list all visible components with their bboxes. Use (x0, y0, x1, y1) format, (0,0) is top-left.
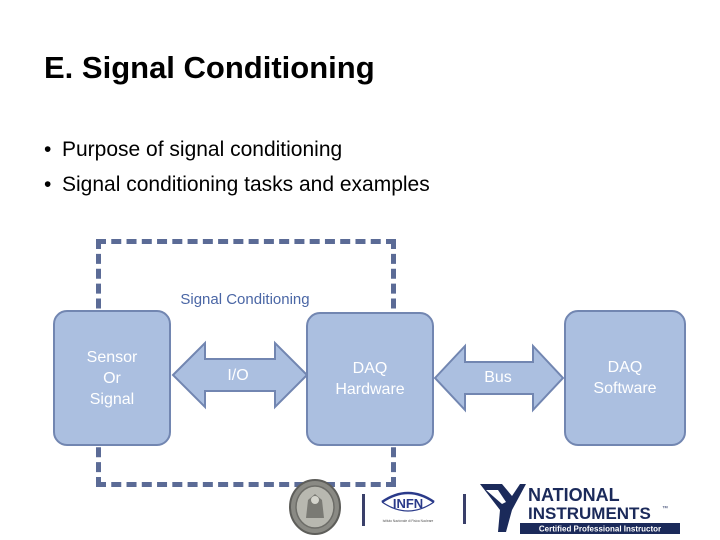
ni-line1: NATIONAL (528, 485, 620, 505)
bullet-dot: • (44, 138, 52, 161)
sensor-line: Sensor (86, 348, 138, 366)
signal-conditioning-label: Signal Conditioning (130, 290, 360, 309)
bullet-item: • Signal conditioning tasks and examples (44, 167, 430, 202)
sensor-line: Signal (89, 390, 135, 408)
daq-hardware-line: DAQ (352, 360, 388, 377)
bullet-dot: • (44, 173, 52, 196)
sensor-box: Sensor Or Signal (53, 310, 171, 446)
daq-software-line: Software (593, 380, 657, 397)
ni-eagle-icon (480, 484, 526, 532)
ni-line2: INSTRUMENTS (528, 504, 651, 523)
ni-tm: ™ (662, 505, 668, 512)
infn-subtext: Istituto Nazionale di Fisica Nucleare (383, 519, 434, 523)
bullet-text: Purpose of signal conditioning (62, 138, 343, 161)
slide-title: E. Signal Conditioning (44, 50, 375, 85)
infn-text: INFN (393, 496, 423, 511)
bullet-text: Signal conditioning tasks and examples (62, 173, 430, 196)
logo-divider (463, 494, 466, 524)
daq-hardware-line: Hardware (335, 381, 405, 398)
daq-hardware-box: DAQ Hardware (306, 312, 434, 446)
daq-software-line: DAQ (607, 359, 643, 376)
bullet-list: • Purpose of signal conditioning • Signal … (44, 132, 430, 202)
daq-software-box: DAQ Software (564, 310, 686, 446)
bus-label: Bus (484, 369, 512, 386)
ni-cert-text: Certified Professional Instructor (539, 525, 661, 534)
infn-logo: INFN Istituto Nazionale di Fisica Nuclea… (381, 491, 435, 523)
university-seal-logo (289, 479, 341, 535)
sensor-line: Or (103, 369, 121, 387)
io-label: I/O (227, 367, 249, 384)
logo-divider (362, 494, 365, 526)
bus-arrow (433, 343, 565, 413)
national-instruments-logo: NATIONAL INSTRUMENTS ™ Certified Profess… (480, 484, 680, 534)
bullet-item: • Purpose of signal conditioning (44, 132, 430, 167)
